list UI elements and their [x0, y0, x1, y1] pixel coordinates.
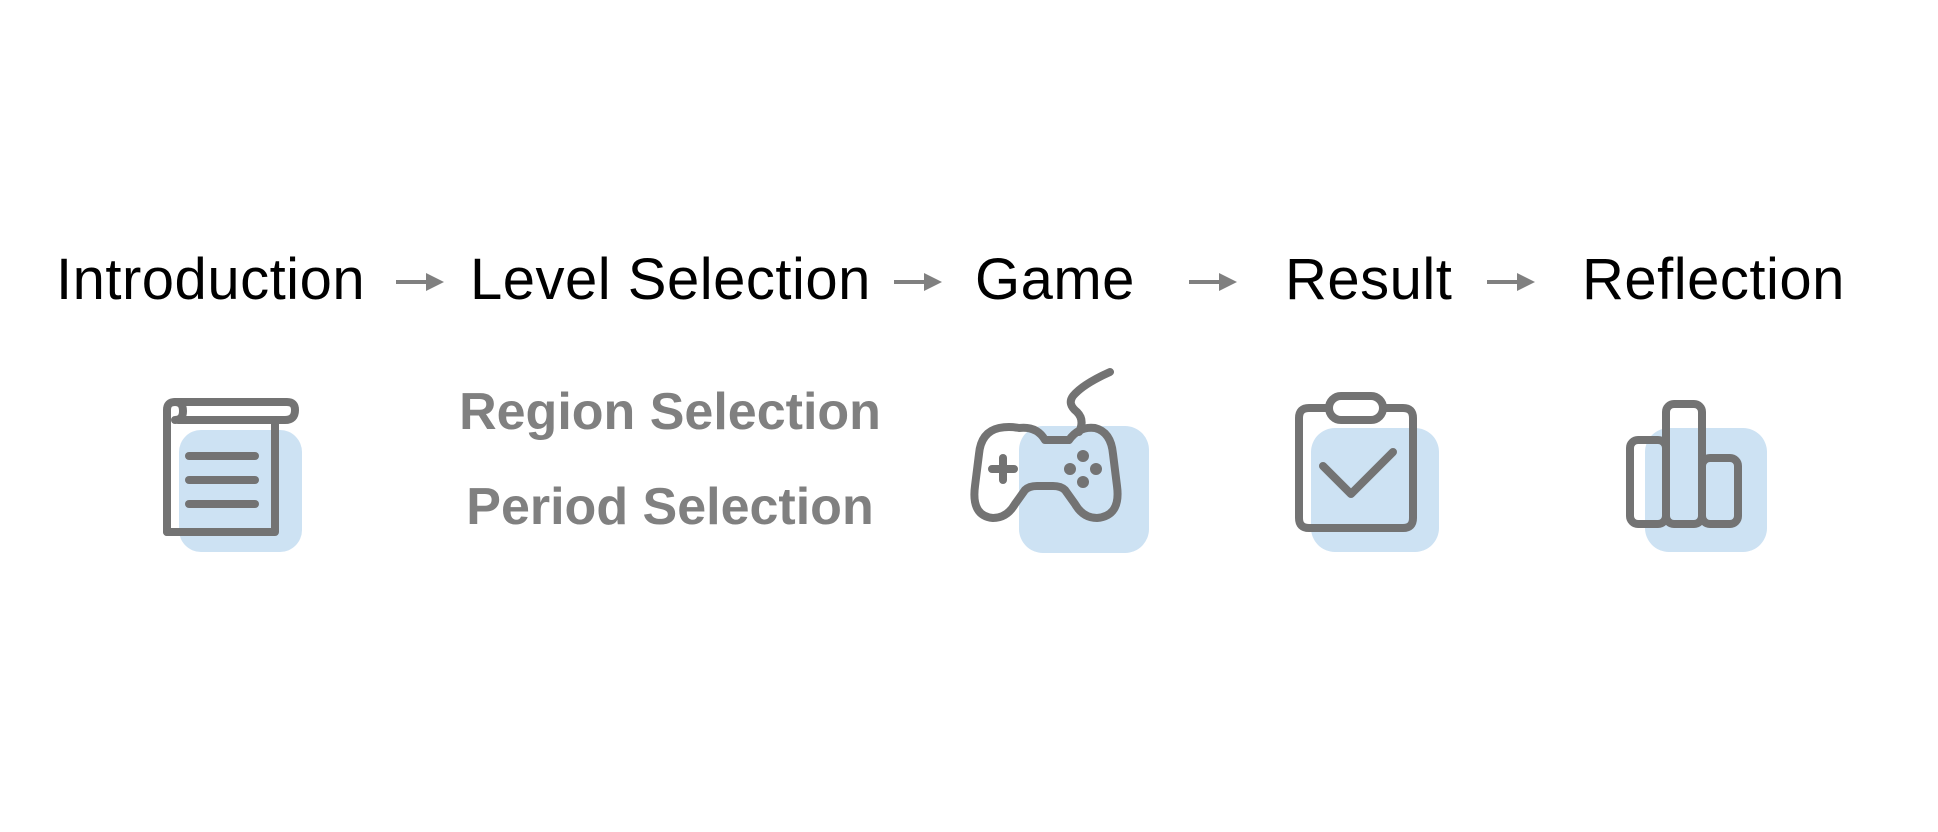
sub-item-period-selection: Period Selection	[466, 478, 874, 536]
stage-title-level-selection: Level Selection	[470, 247, 871, 312]
clipboard-check-icon	[1293, 360, 1453, 552]
stage-title-reflection: Reflection	[1582, 247, 1845, 312]
stage-title-introduction: Introduction	[56, 247, 366, 312]
document-icon	[155, 360, 315, 552]
arrow-right-icon	[894, 273, 942, 291]
bar-chart-icon	[1626, 360, 1787, 552]
arrow-right-icon	[396, 273, 444, 291]
sub-item-region-selection: Region Selection	[459, 383, 881, 441]
arrow-right-icon	[1487, 273, 1535, 291]
arrow-right-icon	[1189, 273, 1237, 291]
stage-title-game: Game	[975, 247, 1135, 312]
gamepad-icon	[970, 360, 1149, 553]
stage-title-result: Result	[1285, 247, 1453, 312]
